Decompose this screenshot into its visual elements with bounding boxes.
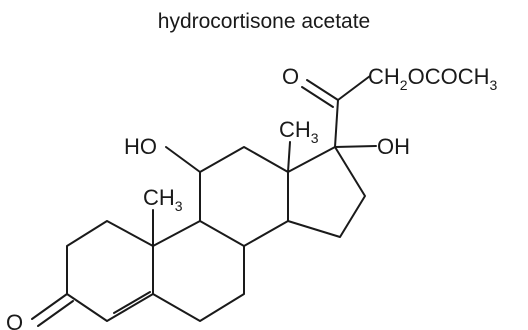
label-hydroxyl-c17: OH [377,134,410,159]
methyl-bond-c13 [287,141,291,173]
label-hydroxyl-c11: HO [124,134,157,159]
ring-c [199,146,289,247]
ring-b [152,220,245,322]
label-methyl-c10: CH3 [143,185,183,214]
label-ketone-c3-o: O [6,310,23,330]
bond-c17-c20 [334,99,339,148]
label-methyl-c13: CH3 [279,117,319,146]
atom-labels: O CH2OCOCH3 CH3 OH HO CH3 O [6,64,497,330]
skeletal-bonds [31,75,377,327]
double-bond-c4-c5 [113,291,151,314]
ketone-bond-c20-double [301,86,334,108]
bond-c20-c21 [337,75,371,101]
label-ketone-o: O [282,64,299,89]
hydroxyl-bond-c17 [334,145,377,148]
ketone-bond-c3-double [37,300,74,327]
hydroxyl-bond-c11 [165,146,201,173]
ketone-bond-c20 [306,79,339,101]
ring-a [66,220,154,322]
ring-d [287,146,366,238]
label-acetate-chain: CH2OCOCH3 [368,64,497,93]
figure-title: hydrocortisone acetate [158,10,370,33]
ketone-bond-c3 [31,293,68,320]
